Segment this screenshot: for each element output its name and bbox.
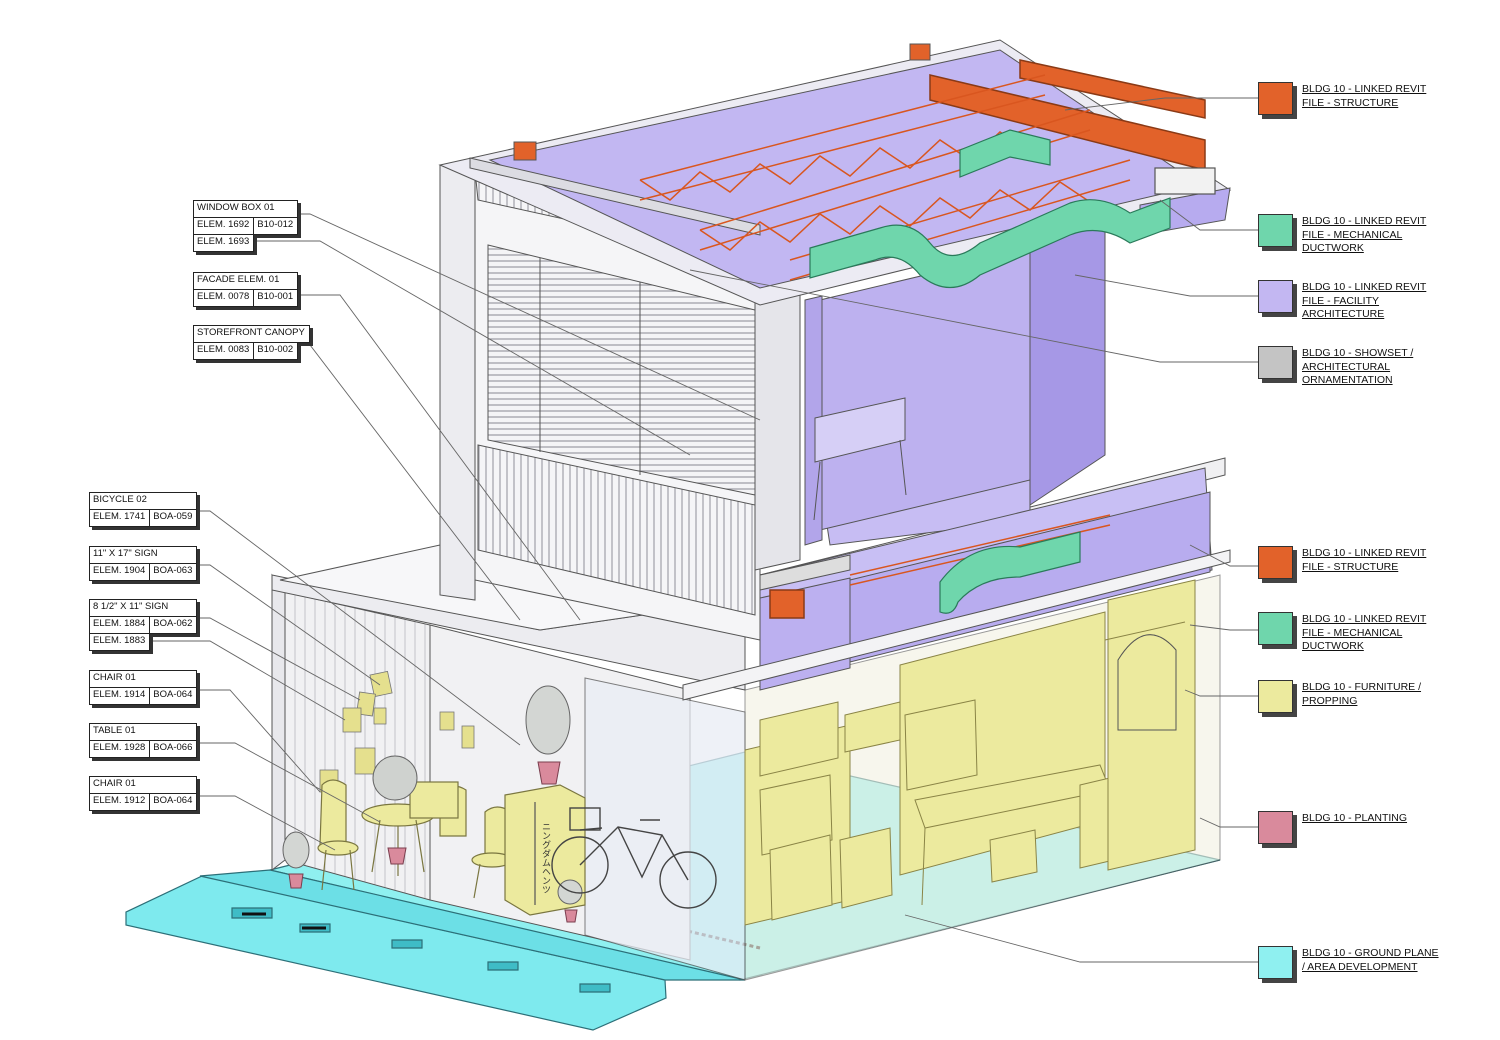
legend-label: BLDG 10 - SHOWSET / ARCHITECTURAL ORNAME… <box>1302 347 1414 386</box>
tag-canopy-code: B10-002 <box>253 342 299 360</box>
tag-facade-elem: ELEM. 0078 <box>193 289 255 307</box>
legend-furniture: BLDG 10 - FURNITURE / PROPPING <box>1258 680 1442 713</box>
tag-sign-11x17-code: BOA-063 <box>149 563 198 581</box>
tag-sign-8x11-elem: ELEM. 1884 <box>89 616 151 634</box>
legend-swatch <box>1258 946 1293 979</box>
tag-table-elem: ELEM. 1928 <box>89 740 151 758</box>
tag-chair-1912-code: BOA-064 <box>149 793 198 811</box>
tag-sign-11x17-elem: ELEM. 1904 <box>89 563 151 581</box>
tag-canopy: STOREFRONT CANOPY ELEM. 0083 B10-002 <box>193 325 310 360</box>
legend-swatch <box>1258 612 1293 645</box>
ductwork <box>809 129 1216 614</box>
shop-furniture <box>744 579 1196 926</box>
tag-bicycle-elem: ELEM. 1741 <box>89 509 151 527</box>
tag-chair-1914-name: CHAIR 01 <box>89 670 198 688</box>
legend-label: BLDG 10 - PLANTING <box>1302 812 1408 824</box>
bicycle <box>551 807 717 909</box>
tag-sign-8x11: 8 1/2" X 11" SIGN ELEM. 1884 BOA-062 ELE… <box>89 599 198 651</box>
legend-label: BLDG 10 - LINKED REVIT FILE - STRUCTURE <box>1302 83 1427 109</box>
legend-swatch <box>1258 546 1293 579</box>
tag-bicycle-code: BOA-059 <box>149 509 198 527</box>
tag-window-box-name: WINDOW BOX 01 <box>193 200 299 218</box>
tag-sign-8x11-name: 8 1/2" X 11" SIGN <box>89 599 198 617</box>
tag-facade-name: FACADE ELEM. 01 <box>193 272 299 290</box>
legend-label: BLDG 10 - GROUND PLANE / AREA DEVELOPMEN… <box>1302 947 1439 973</box>
tag-chair-1914: CHAIR 01 ELEM. 1914 BOA-064 <box>89 670 198 705</box>
tag-facade-code: B10-001 <box>253 289 299 307</box>
legend-ductwork-lower: BLDG 10 - LINKED REVIT FILE - MECHANICAL… <box>1258 612 1442 654</box>
legend-swatch <box>1258 82 1293 115</box>
legend-label: BLDG 10 - LINKED REVIT FILE - MECHANICAL… <box>1302 215 1427 254</box>
tag-window-box-code: B10-012 <box>253 217 299 235</box>
tag-sign-8x11-code: BOA-062 <box>149 616 198 634</box>
legend-swatch <box>1258 680 1293 713</box>
legend-structure-lower: BLDG 10 - LINKED REVIT FILE - STRUCTURE <box>1258 546 1442 579</box>
legend-ground: BLDG 10 - GROUND PLANE / AREA DEVELOPMEN… <box>1258 946 1442 979</box>
legend-ductwork-upper: BLDG 10 - LINKED REVIT FILE - MECHANICAL… <box>1258 214 1442 256</box>
tag-sign-8x11-elem-2: ELEM. 1883 <box>89 633 151 651</box>
legend-label: BLDG 10 - LINKED REVIT FILE - FACILITY A… <box>1302 281 1427 320</box>
tag-canopy-elem: ELEM. 0083 <box>193 342 255 360</box>
legend-label: BLDG 10 - LINKED REVIT FILE - MECHANICAL… <box>1302 613 1427 652</box>
tag-bicycle-name: BICYCLE 02 <box>89 492 198 510</box>
tag-bicycle: BICYCLE 02 ELEM. 1741 BOA-059 <box>89 492 198 527</box>
tag-chair-1912-name: CHAIR 01 <box>89 776 198 794</box>
legend-architecture: BLDG 10 - LINKED REVIT FILE - FACILITY A… <box>1258 280 1442 322</box>
tag-table-code: BOA-066 <box>149 740 198 758</box>
tag-table: TABLE 01 ELEM. 1928 BOA-066 <box>89 723 198 758</box>
tag-window-box: WINDOW BOX 01 ELEM. 1692 B10-012 ELEM. 1… <box>193 200 299 252</box>
tag-window-box-elem: ELEM. 1692 <box>193 217 255 235</box>
legend-swatch <box>1258 811 1293 844</box>
tag-window-box-elem-2: ELEM. 1693 <box>193 234 255 252</box>
legend-label: BLDG 10 - FURNITURE / PROPPING <box>1302 681 1422 707</box>
second-floor <box>682 204 1231 701</box>
tag-table-name: TABLE 01 <box>89 723 198 741</box>
tag-canopy-name: STOREFRONT CANOPY <box>193 325 310 343</box>
tag-chair-1914-code: BOA-064 <box>149 687 198 705</box>
legend-structure-upper: BLDG 10 - LINKED REVIT FILE - STRUCTURE <box>1258 82 1442 115</box>
tag-facade: FACADE ELEM. 01 ELEM. 0078 B10-001 <box>193 272 299 307</box>
legend-swatch <box>1258 214 1293 247</box>
legend-showset: BLDG 10 - SHOWSET / ARCHITECTURAL ORNAME… <box>1258 346 1442 388</box>
legend-swatch <box>1258 280 1293 313</box>
vertical-sign: ニングダムヘンツ <box>540 822 551 894</box>
roof-trusses <box>639 59 1206 619</box>
legend-label: BLDG 10 - LINKED REVIT FILE - STRUCTURE <box>1302 547 1427 573</box>
tag-sign-11x17-name: 11" X 17" SIGN <box>89 546 198 564</box>
planters <box>282 685 583 923</box>
legend-planting: BLDG 10 - PLANTING <box>1258 811 1442 844</box>
tag-sign-11x17: 11" X 17" SIGN ELEM. 1904 BOA-063 <box>89 546 198 581</box>
tag-chair-1912: CHAIR 01 ELEM. 1912 BOA-064 <box>89 776 198 811</box>
legend-swatch <box>1258 346 1293 379</box>
tag-chair-1914-elem: ELEM. 1914 <box>89 687 151 705</box>
tag-chair-1912-elem: ELEM. 1912 <box>89 793 151 811</box>
